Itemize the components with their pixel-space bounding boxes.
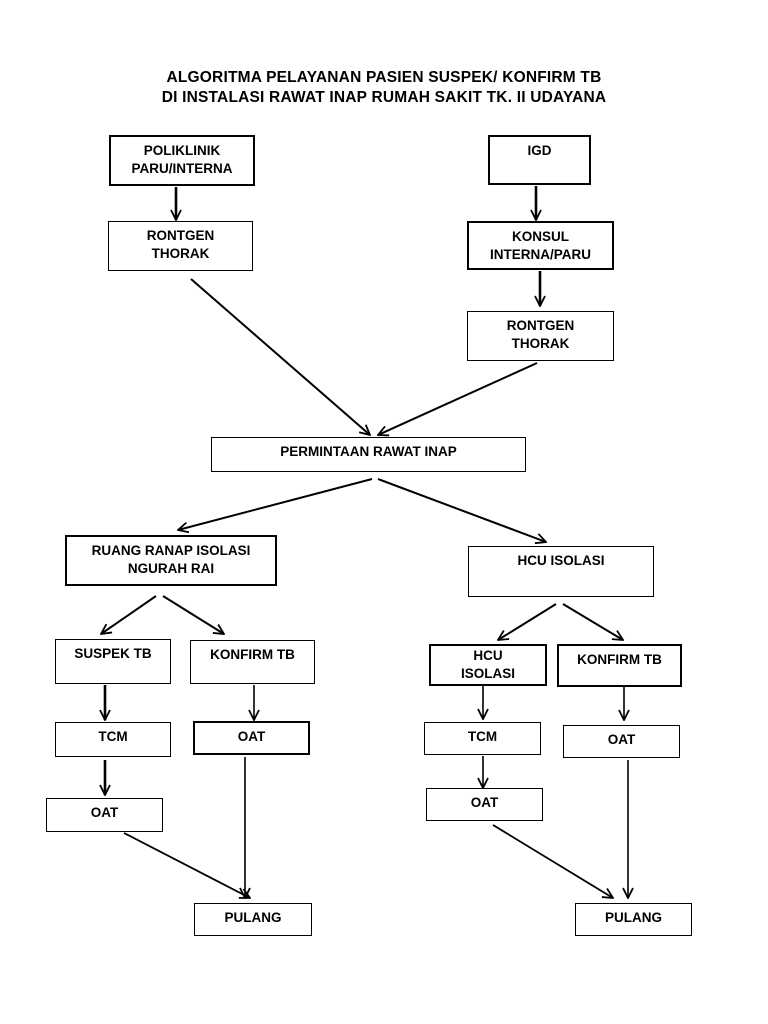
arrow-oat-left-low-to-pulang — [123, 832, 250, 898]
node-hcu-isolasi: HCU ISOLASI — [468, 546, 654, 597]
node-ruang-ranap-isolasi: RUANG RANAP ISOLASI NGURAH RAI — [65, 535, 277, 586]
arrow-oat-right-low-to-pulang — [492, 824, 613, 898]
node-rontgen-left: RONTGEN THORAK — [108, 221, 253, 271]
node-konfirm-tb-right: KONFIRM TB — [557, 644, 682, 687]
arrow-rontgen-right-to-permintaan — [378, 362, 538, 435]
arrow-rontgen-left-to-permintaan — [190, 278, 370, 435]
node-hcu-isolasi-small: HCU ISOLASI — [429, 644, 547, 686]
node-poliklinik: POLIKLINIK PARU/INTERNA — [109, 135, 255, 186]
node-permintaan-rawat-inap: PERMINTAAN RAWAT INAP — [211, 437, 526, 472]
node-oat-right-low: OAT — [426, 788, 543, 821]
arrow-permintaan-to-hcu — [377, 478, 546, 542]
node-suspek-tb: SUSPEK TB — [55, 639, 171, 684]
node-pulang-right: PULANG — [575, 903, 692, 936]
node-oat-left-low: OAT — [46, 798, 163, 832]
arrow-permintaan-to-ruang-ranap — [178, 478, 373, 530]
node-rontgen-right: RONTGEN THORAK — [467, 311, 614, 361]
node-konsul: KONSUL INTERNA/PARU — [467, 221, 614, 270]
node-oat-right-mid: OAT — [563, 725, 680, 758]
arrow-ruang-ranap-to-suspek — [101, 595, 157, 634]
node-pulang-left: PULANG — [194, 903, 312, 936]
node-konfirm-tb-left: KONFIRM TB — [190, 640, 315, 684]
node-oat-left-mid: OAT — [193, 721, 310, 755]
diagram-title-line-1: ALGORITMA PELAYANAN PASIEN SUSPEK/ KONFI… — [166, 69, 602, 86]
node-tcm-right: TCM — [424, 722, 541, 755]
node-tcm-left: TCM — [55, 722, 171, 757]
arrow-hcu-to-konfirm-right — [562, 603, 623, 640]
arrow-hcu-to-hcu-small — [498, 603, 557, 640]
node-igd: IGD — [488, 135, 591, 185]
arrow-ruang-ranap-to-konfirm — [162, 595, 224, 634]
diagram-title-line-2: DI INSTALASI RAWAT INAP RUMAH SAKIT TK. … — [161, 89, 607, 106]
